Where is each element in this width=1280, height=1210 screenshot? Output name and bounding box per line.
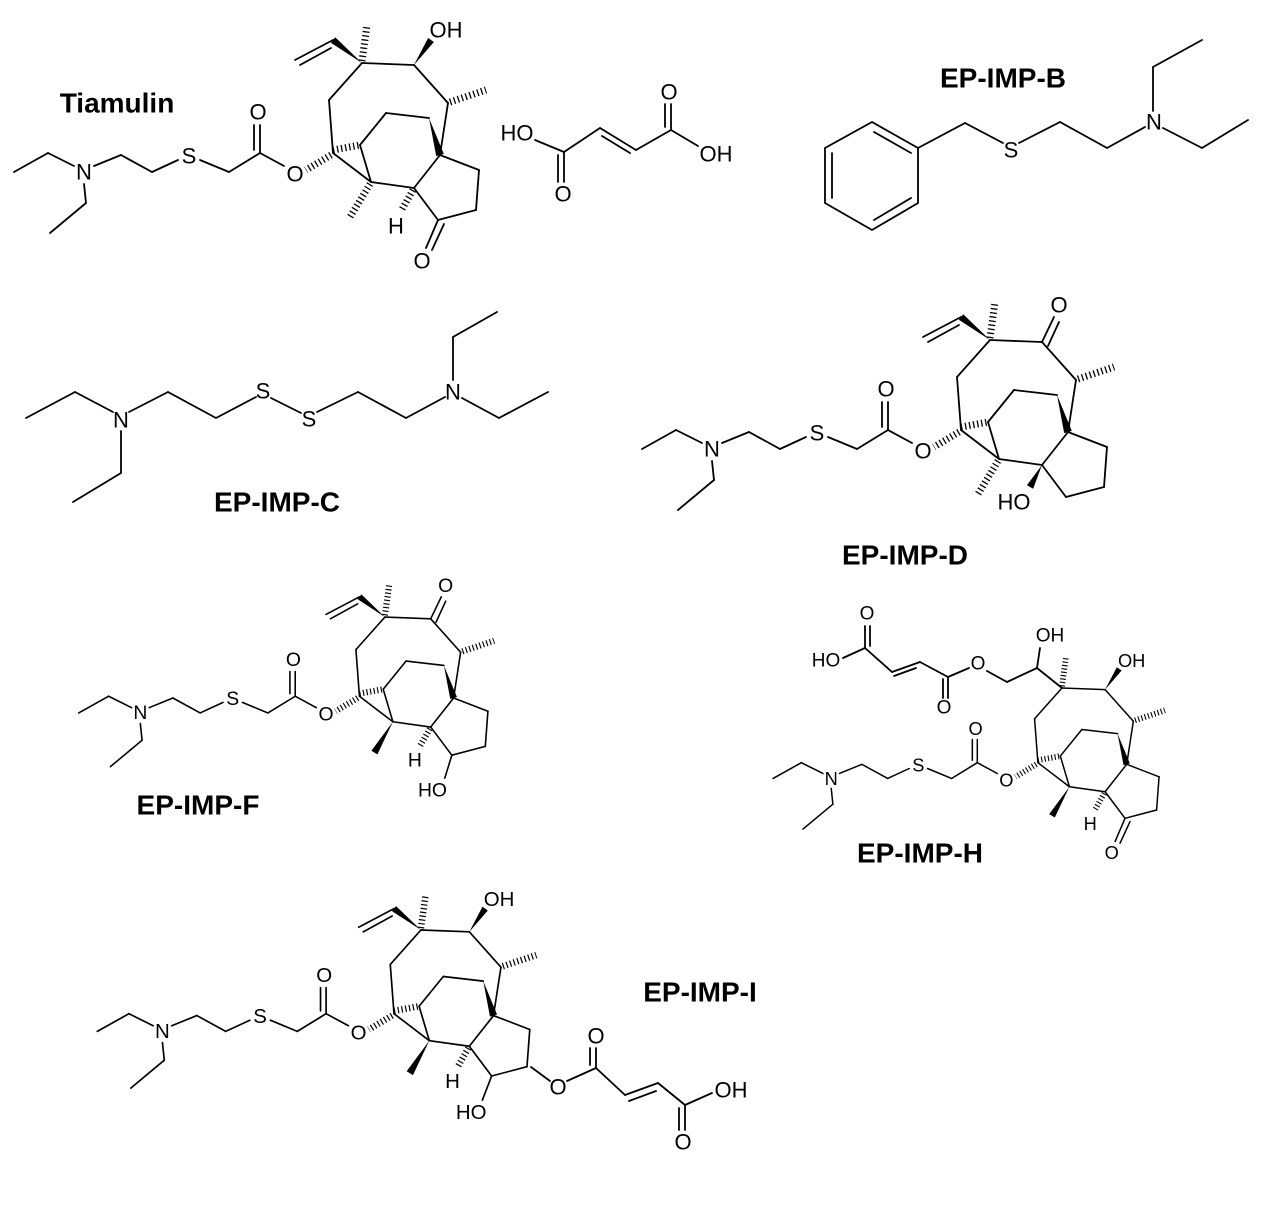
label-ep-imp-i: EP-IMP-I bbox=[643, 977, 757, 1008]
svg-text:O: O bbox=[549, 1075, 566, 1100]
ep-imp-i-structure: HO bbox=[96, 887, 536, 1124]
label-ep-imp-c: EP-IMP-C bbox=[214, 487, 340, 518]
svg-text:S: S bbox=[256, 379, 271, 404]
svg-text:OH: OH bbox=[1036, 626, 1065, 647]
svg-text:HO: HO bbox=[418, 779, 447, 801]
svg-text:OH: OH bbox=[715, 1078, 748, 1103]
fumaric-acid: HO O O OH bbox=[501, 80, 733, 207]
svg-text:N: N bbox=[1146, 110, 1162, 135]
svg-text:O: O bbox=[554, 182, 571, 207]
svg-text:O: O bbox=[971, 654, 986, 675]
ep-imp-h-fumarate-side-chain: OH O O O HO bbox=[812, 604, 1065, 719]
ep-imp-b-structure: S N bbox=[824, 39, 1249, 232]
svg-text:HO: HO bbox=[456, 1101, 487, 1124]
svg-text:O: O bbox=[860, 604, 875, 625]
label-ep-imp-b: EP-IMP-B bbox=[940, 63, 1066, 94]
svg-text:HO: HO bbox=[812, 651, 841, 672]
svg-text:O: O bbox=[937, 698, 952, 719]
svg-text:HO: HO bbox=[501, 121, 534, 146]
ep-imp-d-structure: HO bbox=[641, 291, 1114, 515]
ep-imp-f-structure: HO bbox=[77, 574, 494, 801]
svg-text:O: O bbox=[674, 1130, 691, 1155]
svg-text:OH: OH bbox=[700, 142, 733, 167]
svg-text:S: S bbox=[302, 407, 317, 432]
label-tiamulin: Tiamulin bbox=[60, 88, 175, 119]
label-ep-imp-f: EP-IMP-F bbox=[137, 790, 260, 821]
tiamulin-structure bbox=[13, 17, 486, 275]
ep-imp-c-structure: N S S N bbox=[25, 311, 549, 503]
svg-text:S: S bbox=[1004, 138, 1019, 163]
label-ep-imp-d: EP-IMP-D bbox=[842, 540, 968, 571]
svg-text:N: N bbox=[113, 408, 129, 433]
svg-text:HO: HO bbox=[998, 490, 1031, 515]
ep-imp-i-fumarate-ester: O O O OH bbox=[530, 1024, 748, 1155]
label-ep-imp-h: EP-IMP-H bbox=[857, 838, 983, 869]
svg-text:O: O bbox=[660, 80, 677, 105]
svg-text:N: N bbox=[445, 380, 461, 405]
svg-text:O: O bbox=[587, 1024, 604, 1049]
ep-imp-h-structure bbox=[772, 650, 1165, 864]
